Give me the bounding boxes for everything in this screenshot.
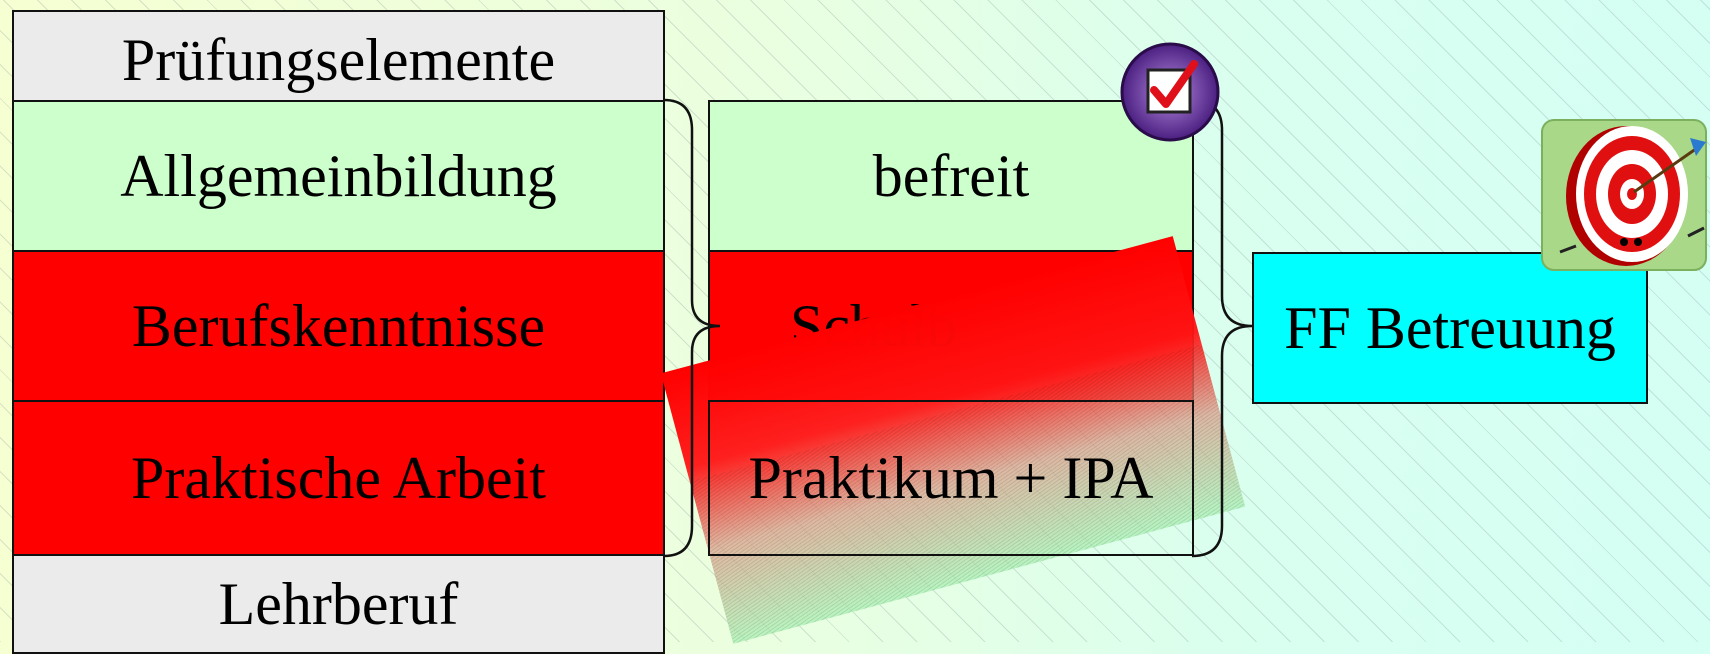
row-label: befreit bbox=[872, 142, 1030, 209]
row-label: Praktikum + IPA bbox=[748, 444, 1154, 511]
row-label: Praktische Arbeit bbox=[131, 444, 546, 511]
brace-right bbox=[1191, 98, 1253, 558]
footer-label: Lehrberuf bbox=[218, 571, 459, 637]
row-label: Berufskenntnisse bbox=[131, 292, 546, 359]
brace-left bbox=[663, 98, 721, 558]
result-label: FF Betreuung bbox=[1284, 294, 1616, 361]
target-icon bbox=[1541, 119, 1707, 271]
row-label: Allgemeinbildung bbox=[120, 142, 557, 209]
checkbox-icon bbox=[1120, 42, 1220, 142]
row-praktische-arbeit: Praktische Arbeit bbox=[12, 400, 665, 556]
row-allgemeinbildung: Allgemeinbildung bbox=[12, 100, 665, 252]
row-berufskenntnisse: Berufskenntnisse bbox=[12, 250, 665, 402]
header-label: Prüfungselemente bbox=[121, 26, 556, 93]
footer-lehrberuf: Lehrberuf bbox=[12, 554, 665, 654]
result-ff-betreuung: FF Betreuung bbox=[1252, 252, 1648, 404]
row-praktikum-ipa-frame bbox=[708, 400, 1194, 556]
header-pruefungselemente: Prüfungselemente bbox=[12, 10, 665, 102]
row-befreit: befreit bbox=[708, 100, 1194, 252]
